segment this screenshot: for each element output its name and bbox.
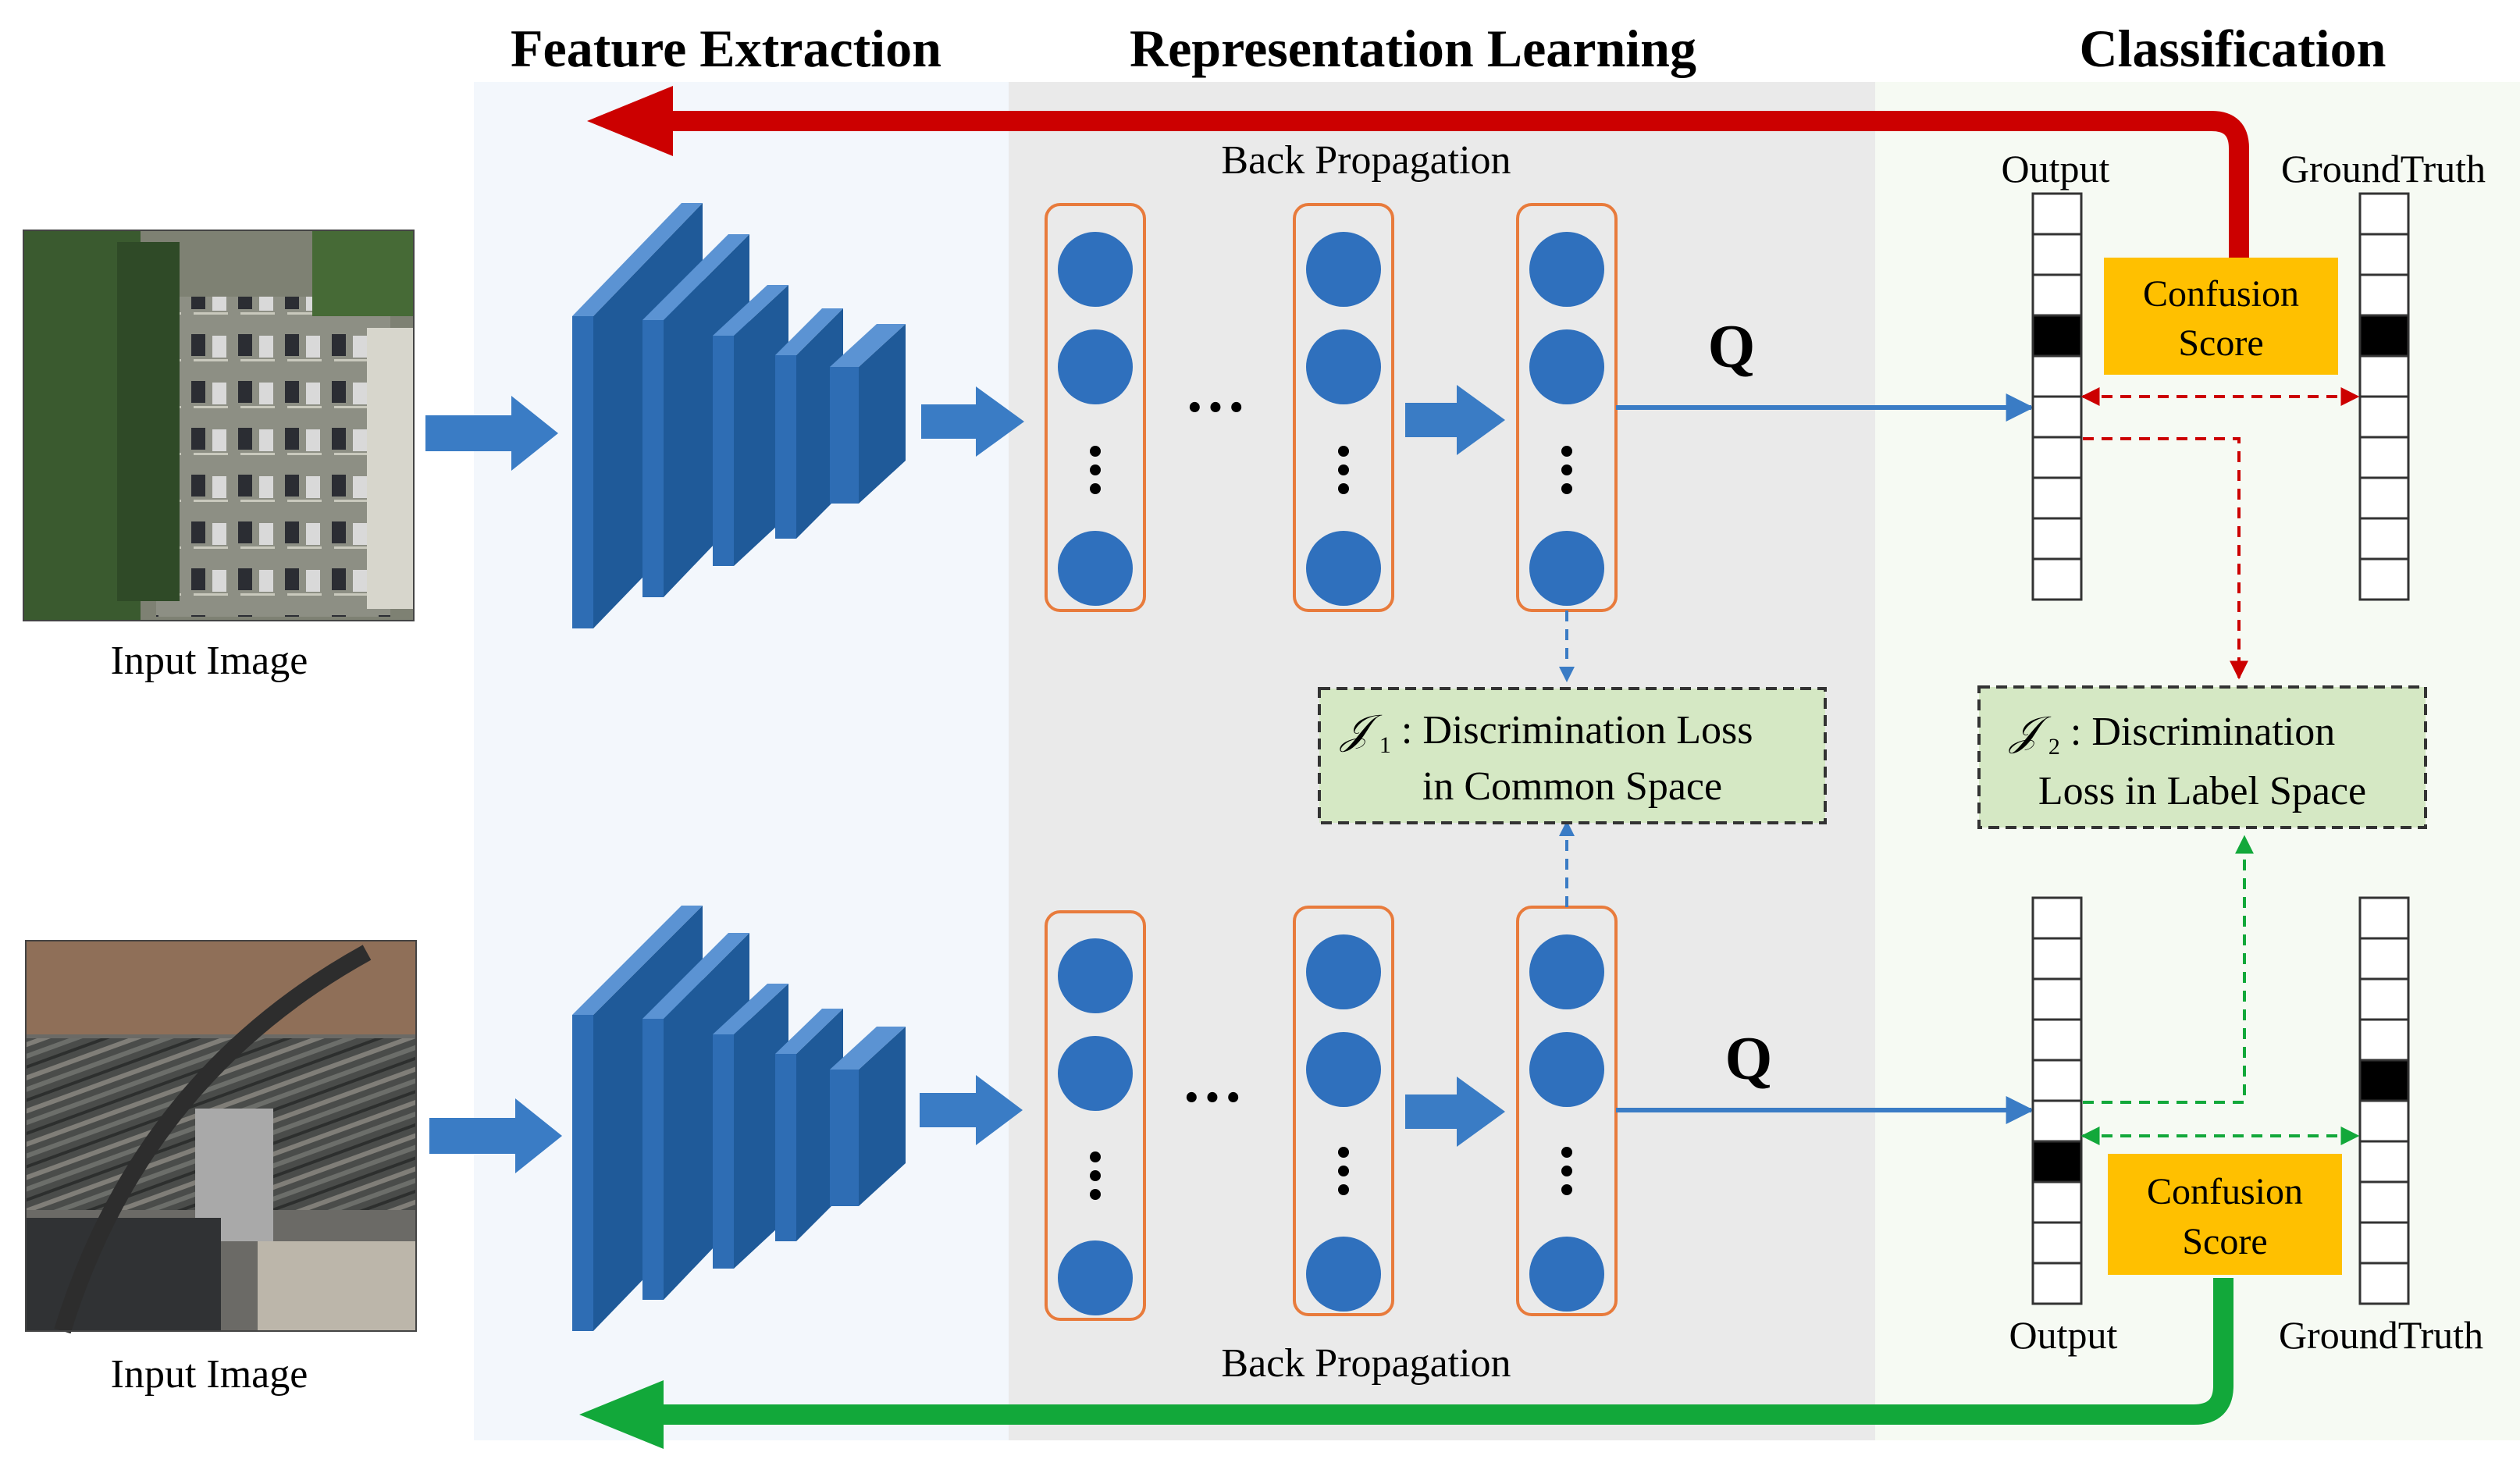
bottom-confusion-score-box: Confusion Score bbox=[2108, 1154, 2342, 1275]
bottom-groundtruth-cell bbox=[2358, 896, 2410, 940]
bottom-backprop-label: Back Propagation bbox=[1221, 1341, 1511, 1386]
bottom-groundtruth-cell bbox=[2358, 977, 2410, 1021]
bottom-output-cell bbox=[2031, 1099, 2083, 1143]
top-output-cell bbox=[2031, 273, 2083, 317]
top-neuron-column-1 bbox=[1045, 203, 1146, 612]
loss1-line1: : Discrimination Loss bbox=[1401, 708, 1753, 753]
red-backprop-arrow bbox=[625, 111, 2249, 258]
top-output-label: Output bbox=[2002, 147, 2110, 190]
top-groundtruth-cell bbox=[2358, 436, 2410, 479]
bottom-groundtruth-cell bbox=[2358, 937, 2410, 981]
top-output-cell bbox=[2031, 354, 2083, 398]
top-groundtruth-vector bbox=[2358, 192, 2410, 601]
top-input-label: Input Image bbox=[111, 639, 308, 683]
bottom-input-label: Input Image bbox=[111, 1352, 308, 1397]
red-backprop-arrowhead bbox=[587, 86, 673, 156]
bottom-neuron-column-1 bbox=[1045, 910, 1146, 1321]
bottom-cnn-stack bbox=[572, 906, 906, 1331]
bottom-confusion-line2: Score bbox=[2182, 1221, 2267, 1262]
loss1-line2: in Common Space bbox=[1422, 764, 1722, 809]
top-backprop-label: Back Propagation bbox=[1221, 138, 1511, 183]
top-groundtruth-cell bbox=[2358, 476, 2410, 520]
bottom-groundtruth-cell bbox=[2358, 1018, 2410, 1062]
loss1-symbol: 𝒥 bbox=[1339, 708, 1383, 753]
top-neuron-column-2 bbox=[1293, 203, 1394, 612]
top-output-cell bbox=[2031, 233, 2083, 276]
bottom-output-cell bbox=[2031, 977, 2083, 1021]
top-output-cell bbox=[2031, 517, 2083, 561]
classification-header: Classification bbox=[2080, 19, 2387, 78]
top-groundtruth-cell bbox=[2358, 273, 2410, 317]
top-output-cell bbox=[2031, 557, 2083, 601]
loss2-box: 𝒥 2 : Discrimination Loss in Label Space bbox=[1977, 685, 2427, 829]
bottom-neuron-column-2 bbox=[1293, 906, 1394, 1316]
top-cnn-stack bbox=[572, 203, 906, 628]
top-output-cell bbox=[2031, 395, 2083, 439]
bottom-groundtruth-cell bbox=[2358, 1180, 2410, 1224]
loss2-line1: : Discrimination bbox=[2070, 710, 2335, 754]
bottom-q-label: Q bbox=[1725, 1024, 1773, 1092]
top-groundtruth-label: GroundTruth bbox=[2281, 147, 2486, 190]
representation-learning-header: Representation Learning bbox=[1130, 19, 1696, 78]
top-cnn-arrow bbox=[921, 386, 1024, 457]
top-groundtruth-cell bbox=[2358, 354, 2410, 398]
bottom-output-cell bbox=[2031, 1140, 2083, 1183]
top-q-label: Q bbox=[1708, 312, 1756, 380]
bottom-output-cell bbox=[2031, 1059, 2083, 1102]
feature-extraction-header: Feature Extraction bbox=[511, 19, 941, 78]
bottom-ellipsis: ··· bbox=[1181, 1063, 1244, 1132]
top-red-dashed-to-loss2 bbox=[2083, 437, 2248, 680]
bottom-groundtruth-cell bbox=[2358, 1059, 2410, 1102]
top-groundtruth-cell bbox=[2358, 395, 2410, 439]
bottom-mid-arrow bbox=[1405, 1077, 1505, 1147]
bottom-output-cell bbox=[2031, 1262, 2083, 1305]
top-output-cell bbox=[2031, 314, 2083, 358]
top-ellipsis: ··· bbox=[1184, 373, 1247, 442]
loss1-box: 𝒥 1 : Discrimination Loss in Common Spac… bbox=[1318, 687, 1827, 824]
bottom-confusion-line1: Confusion bbox=[2147, 1171, 2303, 1212]
top-confusion-line2: Score bbox=[2178, 322, 2263, 364]
top-mid-arrow bbox=[1405, 385, 1505, 455]
top-groundtruth-cell bbox=[2358, 233, 2410, 276]
green-backprop-arrow bbox=[621, 1278, 2233, 1425]
loss2-line2: Loss in Label Space bbox=[2038, 769, 2366, 813]
bottom-input-image bbox=[25, 940, 417, 1334]
top-groundtruth-cell bbox=[2358, 557, 2410, 601]
green-backprop-arrowhead bbox=[579, 1380, 664, 1449]
bottom-groundtruth-cell bbox=[2358, 1099, 2410, 1143]
loss2-subscript: 2 bbox=[2048, 734, 2060, 760]
top-groundtruth-cell bbox=[2358, 192, 2410, 236]
loss2-symbol: 𝒥 bbox=[2008, 710, 2052, 754]
top-output-cell bbox=[2031, 192, 2083, 236]
top-input-arrow bbox=[425, 396, 558, 471]
bottom-green-dashed-to-loss2 bbox=[2083, 835, 2254, 1104]
top-confusion-line1: Confusion bbox=[2143, 273, 2299, 315]
bottom-output-vector bbox=[2031, 896, 2083, 1305]
bottom-input-arrow bbox=[429, 1098, 562, 1173]
top-output-cell bbox=[2031, 436, 2083, 479]
bottom-groundtruth-vector bbox=[2358, 896, 2410, 1305]
top-output-vector bbox=[2031, 192, 2083, 601]
bottom-output-cell bbox=[2031, 896, 2083, 940]
bottom-output-cell bbox=[2031, 1018, 2083, 1062]
top-confusion-score-box: Confusion Score bbox=[2104, 258, 2338, 375]
top-groundtruth-cell bbox=[2358, 314, 2410, 358]
bottom-groundtruth-cell bbox=[2358, 1140, 2410, 1183]
top-output-cell bbox=[2031, 476, 2083, 520]
bottom-output-label: Output bbox=[2009, 1313, 2118, 1357]
bottom-groundtruth-cell bbox=[2358, 1262, 2410, 1305]
bottom-cnn-arrow bbox=[920, 1075, 1023, 1145]
bottom-output-cell bbox=[2031, 1180, 2083, 1224]
svg-text:𝒥 1 : Discriminat: 𝒥 1 : Discrimination Loss bbox=[1339, 708, 1753, 762]
svg-text:𝒥 2 : Discrimin: 𝒥 2 : Discrimination bbox=[2008, 710, 2335, 763]
bottom-groundtruth-label: GroundTruth bbox=[2279, 1313, 2483, 1357]
bottom-output-cell bbox=[2031, 1221, 2083, 1265]
bottom-groundtruth-cell bbox=[2358, 1221, 2410, 1265]
loss1-subscript: 1 bbox=[1379, 732, 1391, 758]
top-groundtruth-cell bbox=[2358, 517, 2410, 561]
top-input-image bbox=[23, 230, 415, 621]
bottom-output-cell bbox=[2031, 937, 2083, 981]
